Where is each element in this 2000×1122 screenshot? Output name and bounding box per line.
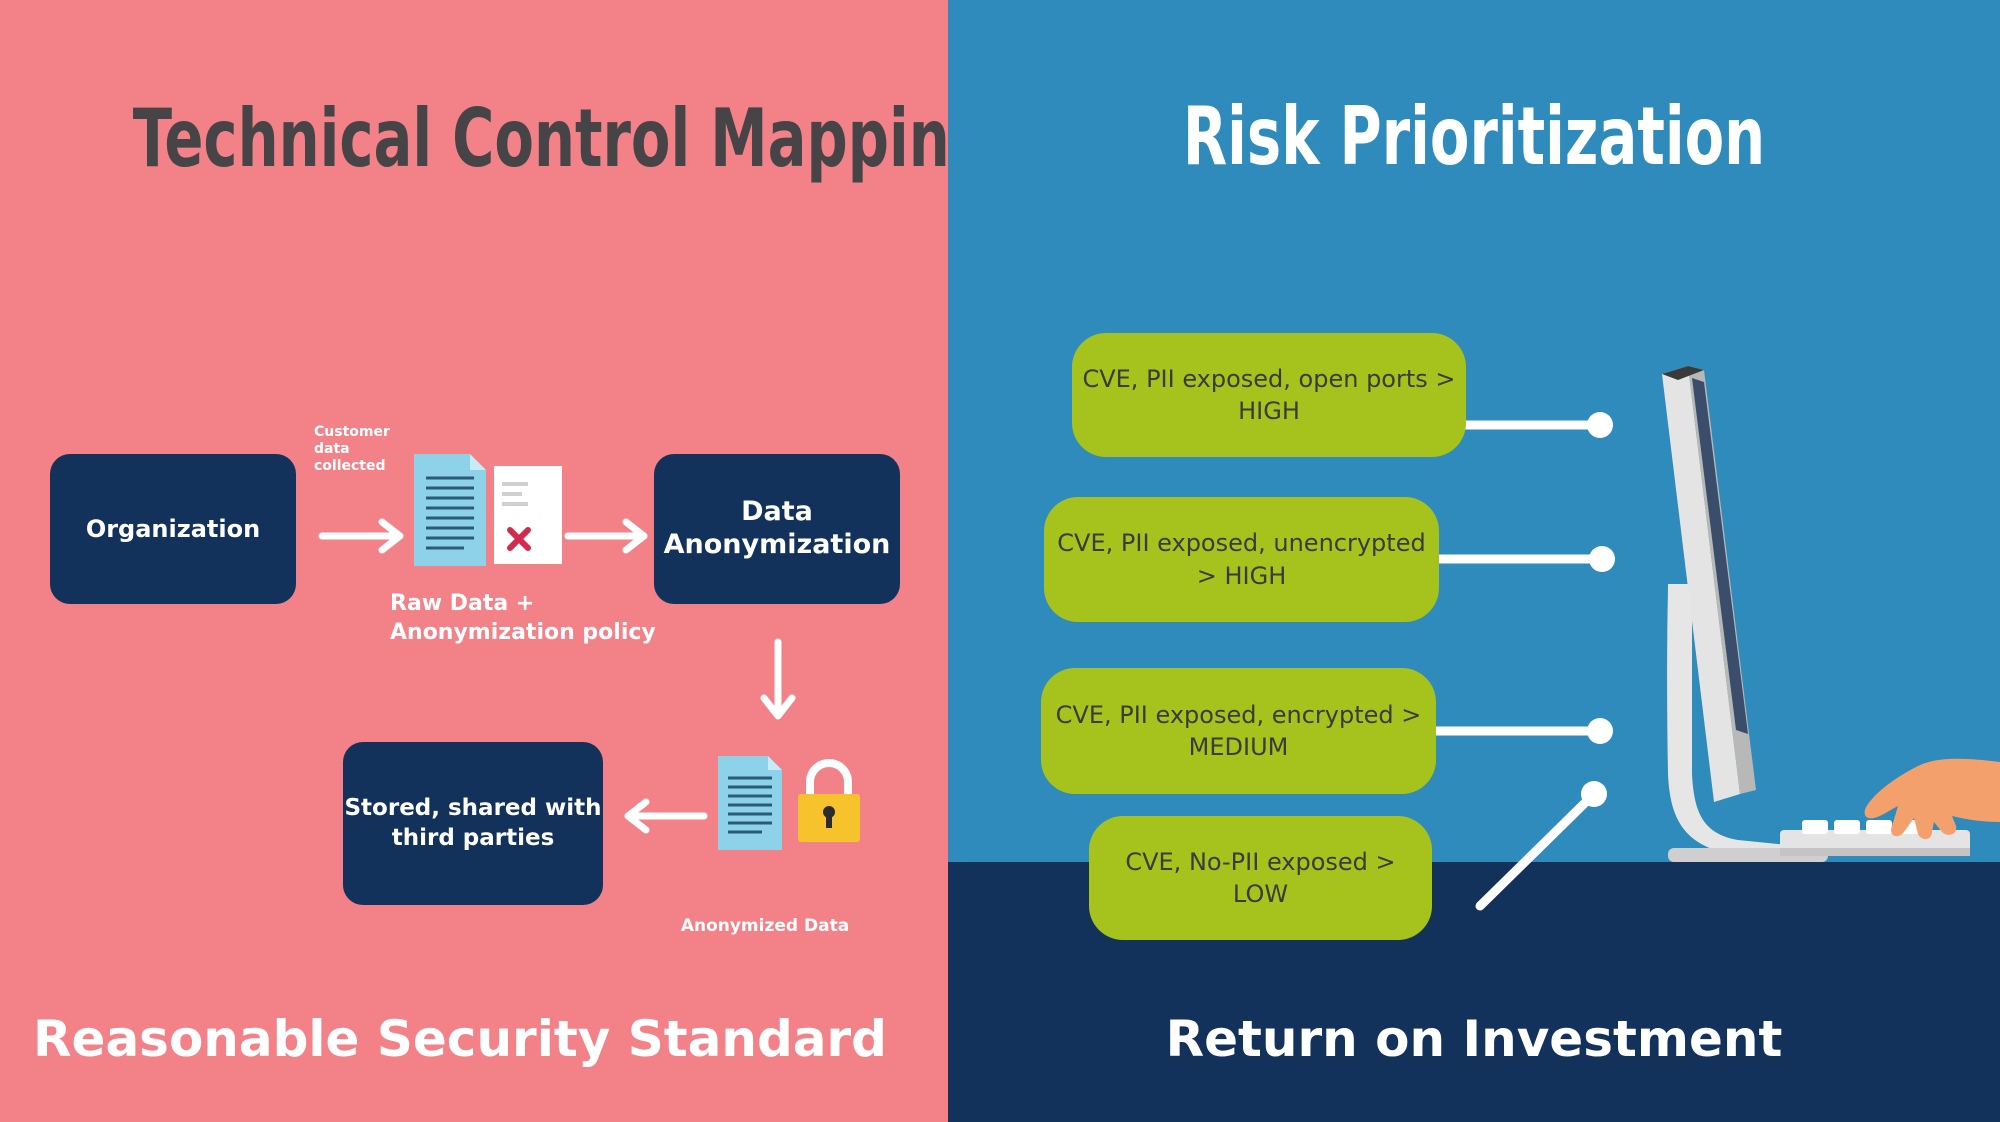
right-title: Risk Prioritization xyxy=(1182,90,1766,183)
risk-connectors xyxy=(1423,412,1615,911)
hand-icon xyxy=(1864,758,2000,840)
left-footer: Reasonable Security Standard xyxy=(33,1010,887,1068)
computer-monitor-icon xyxy=(1662,366,1828,862)
arrow-right-icon xyxy=(318,518,404,554)
connector-dot xyxy=(1581,781,1607,807)
left-title: Technical Control Mapping xyxy=(132,92,948,185)
risk-item-medium-encrypted: CVE, PII exposed, encrypted > MEDIUM xyxy=(1041,668,1436,794)
connector-dot xyxy=(1587,718,1613,744)
arrow-down-icon xyxy=(760,638,796,720)
left-panel: Technical Control Mapping Organization C… xyxy=(0,0,948,1122)
risk-item-low-no-pii: CVE, No-PII exposed > LOW xyxy=(1089,816,1432,940)
connector-dot xyxy=(1589,546,1615,572)
arrow-right-icon xyxy=(564,518,648,554)
risk-item-label: CVE, PII exposed, encrypted > MEDIUM xyxy=(1055,700,1422,761)
customer-data-label: Customer data collected xyxy=(314,424,390,474)
risk-item-high-open-ports: CVE, PII exposed, open ports > HIGH xyxy=(1072,333,1466,457)
document-icon xyxy=(414,454,486,566)
risk-item-label: CVE, PII exposed, open ports > HIGH xyxy=(1082,364,1456,425)
stored-shared-box: Stored, shared with third parties xyxy=(343,742,603,905)
raw-data-label: Raw Data + Anonymization policy xyxy=(390,591,656,645)
risk-item-label: CVE, No-PII exposed > LOW xyxy=(1125,847,1396,908)
right-footer: Return on Investment xyxy=(1165,1010,1783,1068)
rejected-document-icon xyxy=(494,466,562,564)
risk-item-high-unencrypted: CVE, PII exposed, unencrypted > HIGH xyxy=(1044,497,1439,622)
anonymized-data-label: Anonymized Data xyxy=(680,916,850,936)
risk-item-label: CVE, PII exposed, unencrypted > HIGH xyxy=(1057,529,1426,590)
data-anonymization-box: Data Anonymization xyxy=(654,454,900,604)
right-panel: Risk Prioritization xyxy=(948,0,2000,1122)
organization-box: Organization xyxy=(50,454,296,604)
padlock-icon xyxy=(798,759,860,842)
anonymized-document-icon xyxy=(718,756,782,850)
connector-line xyxy=(1475,789,1599,911)
connector-dot xyxy=(1587,412,1613,438)
arrow-left-icon xyxy=(624,798,708,834)
